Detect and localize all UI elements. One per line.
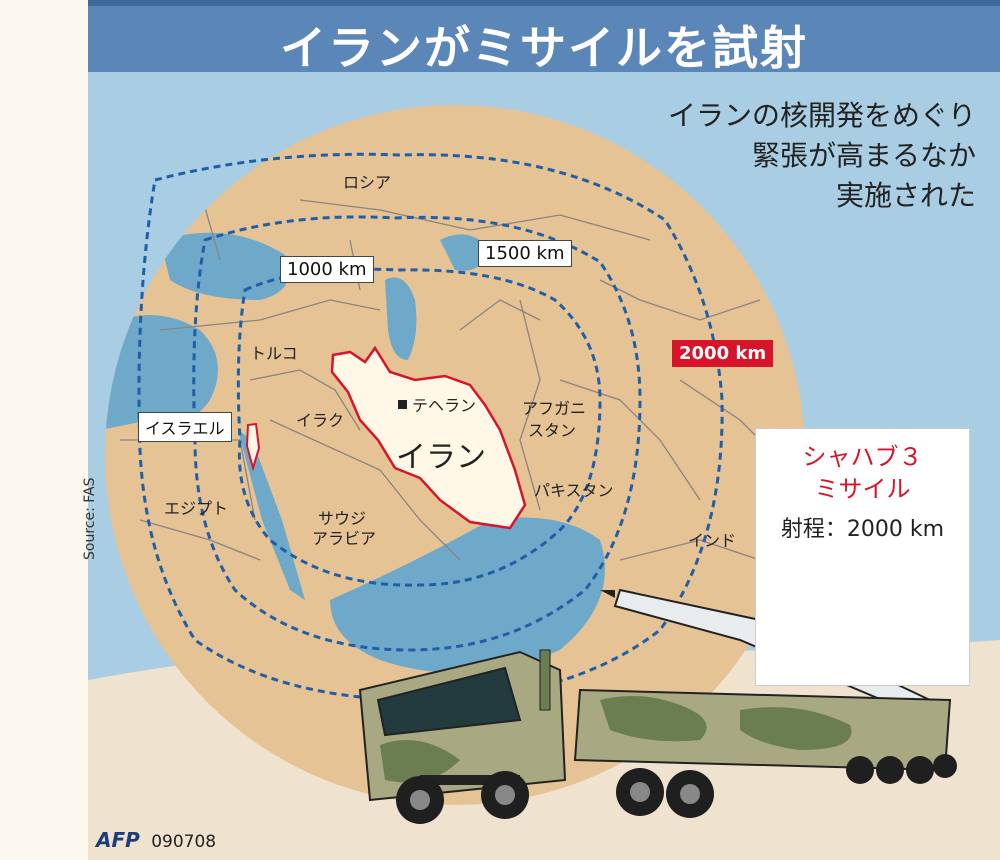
label-afghanistan-2: スタン — [528, 421, 577, 440]
label-saudi-1: サウジ — [318, 509, 367, 528]
tehran-marker — [398, 400, 407, 409]
label-iraq: イラク — [296, 411, 345, 430]
subtitle-line: 緊張が高まるなか — [751, 139, 976, 172]
black-sea — [160, 232, 290, 300]
arabian-sea — [330, 517, 605, 673]
label-turkey: トルコ — [250, 344, 298, 363]
ring-1000km — [236, 267, 602, 587]
missile-name: シャハブ３ ミサイル — [756, 441, 969, 505]
red-sea — [238, 430, 305, 600]
ring-label-1500km: 1500 km — [478, 240, 572, 267]
mediterranean-sea — [105, 315, 219, 430]
label-russia: ロシア — [343, 173, 392, 192]
label-israel: イスラエル — [138, 412, 232, 442]
caspian-sea — [385, 277, 417, 360]
page-title: イランがミサイルを試射 — [280, 21, 808, 75]
missile-info-box: シャハブ３ ミサイル 射程：2000 km — [755, 428, 970, 686]
missile-range: 射程：2000 km — [780, 517, 945, 542]
missile-name-line2: ミサイル — [814, 475, 911, 503]
credit: AFP 090708 — [96, 828, 216, 852]
label-india: インド — [688, 531, 737, 550]
source-note: Source: FAS — [82, 477, 98, 560]
ring-label-2000km: 2000 km — [672, 340, 774, 367]
missile-name-line1: シャハブ３ — [802, 443, 923, 471]
credit-date: 090708 — [151, 832, 217, 852]
subtitle: イランの核開発をめぐり 緊張が高まるなか 実施された — [668, 96, 976, 216]
title-bar: イランがミサイルを試射 — [88, 0, 1000, 75]
ring-2000km — [137, 152, 724, 702]
label-saudi-2: アラビア — [312, 529, 377, 548]
label-afghanistan-1: アフガニ — [522, 399, 587, 418]
label-pakistan: パキスタン — [534, 481, 614, 500]
iran-shape — [330, 345, 527, 530]
label-iran: イラン — [396, 440, 486, 475]
missile-launcher-truck — [358, 588, 957, 824]
ring-1500km — [192, 215, 642, 652]
label-tehran: テヘラン — [412, 396, 477, 415]
afp-logo: AFP — [96, 828, 140, 852]
subtitle-line: イランの核開発をめぐり — [667, 99, 976, 132]
label-egypt: エジプト — [164, 499, 229, 518]
aral-sea — [440, 234, 490, 271]
israel-shape — [245, 422, 261, 472]
subtitle-line: 実施された — [835, 179, 976, 212]
ring-label-1000km: 1000 km — [280, 256, 374, 283]
